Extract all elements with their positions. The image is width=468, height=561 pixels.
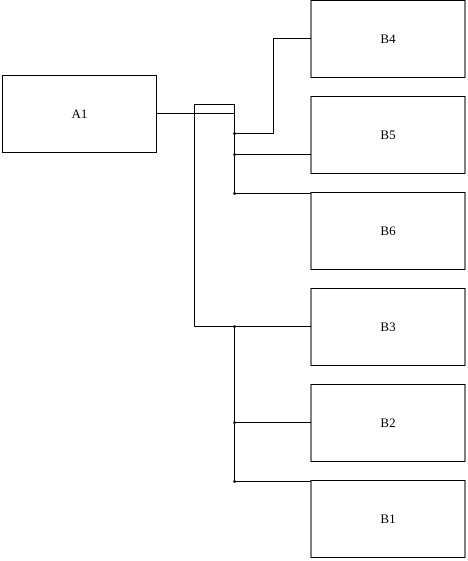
node-b5[interactable]: B5 — [310, 96, 466, 174]
node-b6[interactable]: B6 — [310, 192, 466, 270]
node-b4[interactable]: B4 — [310, 0, 466, 78]
wire-upper-bus — [194, 104, 235, 327]
node-b3[interactable]: B3 — [310, 288, 466, 366]
junction-b4 — [233, 132, 236, 135]
wire-to-b4 — [234, 38, 311, 134]
junction-b5 — [233, 153, 236, 156]
node-b2[interactable]: B2 — [310, 384, 466, 462]
node-b1[interactable]: B1 — [310, 480, 466, 558]
node-a1-box[interactable] — [2, 75, 157, 153]
node-b2-label: B2 — [380, 415, 395, 430]
node-b6-label: B6 — [380, 223, 396, 238]
wires — [156, 38, 311, 482]
node-b4-label: B4 — [380, 31, 396, 46]
node-b3-box[interactable] — [310, 288, 466, 366]
junction-b2 — [233, 421, 236, 424]
junctions — [233, 132, 236, 483]
junction-b3 — [233, 325, 236, 328]
node-b4-box[interactable] — [310, 0, 466, 78]
node-b1-box[interactable] — [310, 480, 466, 558]
node-b3-label: B3 — [380, 319, 395, 334]
node-a1[interactable]: A1 — [2, 75, 157, 153]
junction-b1 — [233, 480, 236, 483]
node-b1-label: B1 — [380, 511, 395, 526]
junction-b6 — [233, 192, 236, 195]
node-b5-box[interactable] — [310, 96, 466, 174]
node-b6-box[interactable] — [310, 192, 466, 270]
node-b2-box[interactable] — [310, 384, 466, 462]
node-b5-label: B5 — [380, 127, 395, 142]
node-a1-label: A1 — [72, 106, 88, 121]
